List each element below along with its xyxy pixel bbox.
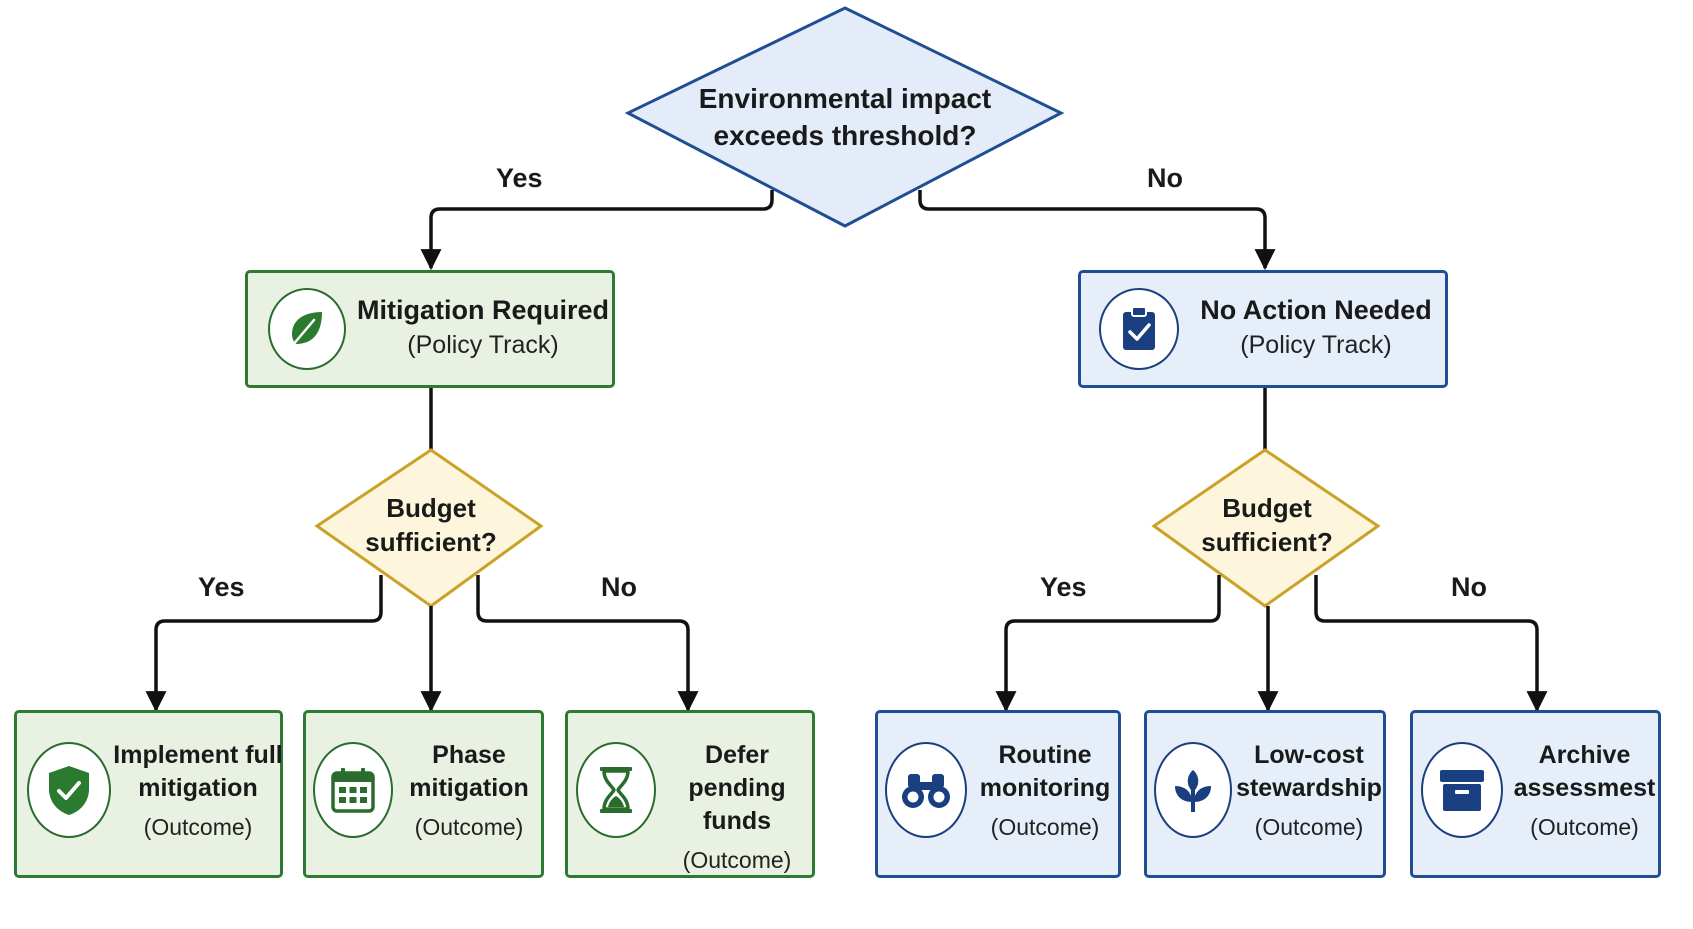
outcome-archive-assessment: Archive assessmest (Outcome): [1410, 710, 1661, 878]
right-budget-text: Budget sufficient?: [1177, 490, 1357, 560]
connector-left-yes: [145, 575, 383, 713]
outcome-5-sub: (Outcome): [1254, 814, 1364, 840]
outcome-routine-monitoring: Routine monitoring (Outcome): [875, 710, 1121, 878]
root-decision-line2: exceeds threshold?: [713, 120, 977, 151]
right-budget-diamond: [1151, 448, 1381, 608]
connector-right-no: [1314, 575, 1548, 713]
mitigation-required-title: Mitigation Required: [357, 295, 609, 325]
outcome-2-sub: (Outcome): [414, 814, 524, 840]
no-action-needed-title: No Action Needed: [1200, 295, 1432, 325]
outcome-implement-full-mitigation: Implement full mitigation (Outcome): [14, 710, 283, 878]
connector-root-no: [918, 190, 1276, 271]
outcome-6-line2: assessmest: [1513, 774, 1656, 802]
outcome-1-sub: (Outcome): [143, 814, 253, 840]
outcome-1-line2: mitigation: [138, 774, 258, 802]
outcome-4-line1: Routine: [998, 741, 1092, 769]
outcome-2-line2: mitigation: [409, 774, 529, 802]
connector-right-yes: [995, 575, 1221, 713]
outcome-3-line1: Defer pending: [688, 741, 786, 802]
binoculars-icon: [885, 742, 967, 838]
connector-root-yes: [420, 190, 774, 271]
mitigation-required-box: Mitigation Required (Policy Track): [245, 270, 615, 388]
outcome-6-sub: (Outcome): [1530, 814, 1639, 840]
left-budget-line2: sufficient?: [365, 527, 497, 557]
no-action-needed-subtitle: (Policy Track): [1240, 331, 1392, 359]
archive-box-icon: [1421, 742, 1503, 838]
outcome-6-line1: Archive: [1538, 741, 1631, 769]
connector-left-no: [476, 575, 699, 713]
left-budget-line1: Budget: [386, 493, 476, 523]
left-yes-label: Yes: [198, 572, 245, 602]
outcome-2-line1: Phase: [432, 741, 506, 769]
outcome-phase-mitigation: Phase mitigation (Outcome): [303, 710, 544, 878]
root-yes-label: Yes: [496, 163, 543, 193]
outcome-5-line1: Low-cost: [1254, 741, 1364, 769]
mitigation-required-subtitle: (Policy Track): [407, 331, 559, 359]
leaf-icon: [268, 288, 346, 370]
calendar-icon: [313, 742, 393, 838]
outcome-3-line2: funds: [702, 807, 772, 835]
right-budget-line1: Budget: [1222, 493, 1312, 523]
right-yes-label: Yes: [1040, 572, 1087, 602]
root-decision-diamond: [624, 6, 1065, 228]
root-decision-line1: Environmental impact: [698, 83, 992, 114]
clipboard-check-icon: [1099, 288, 1179, 370]
right-no-label: No: [1451, 572, 1487, 602]
outcome-low-cost-stewardship: Low-cost stewardship (Outcome): [1144, 710, 1386, 878]
no-action-needed-box: No Action Needed (Policy Track): [1078, 270, 1448, 388]
outcome-4-sub: (Outcome): [990, 814, 1100, 840]
shield-check-icon: [27, 742, 111, 838]
hourglass-icon: [576, 742, 656, 838]
root-decision-text: Environmental impact exceeds threshold?: [680, 80, 1010, 154]
right-budget-line2: sufficient?: [1201, 527, 1333, 557]
root-no-label: No: [1147, 163, 1183, 193]
outcome-4-line2: monitoring: [979, 774, 1111, 802]
left-no-label: No: [601, 572, 637, 602]
sprout-icon: [1154, 742, 1232, 838]
outcome-5-line2: stewardship: [1236, 774, 1382, 802]
outcome-1-line1: Implement full: [113, 741, 283, 769]
outcome-3-sub: (Outcome): [682, 847, 792, 873]
outcome-defer-pending-funds: Defer pending funds (Outcome): [565, 710, 815, 878]
left-budget-text: Budget sufficient?: [341, 490, 521, 560]
